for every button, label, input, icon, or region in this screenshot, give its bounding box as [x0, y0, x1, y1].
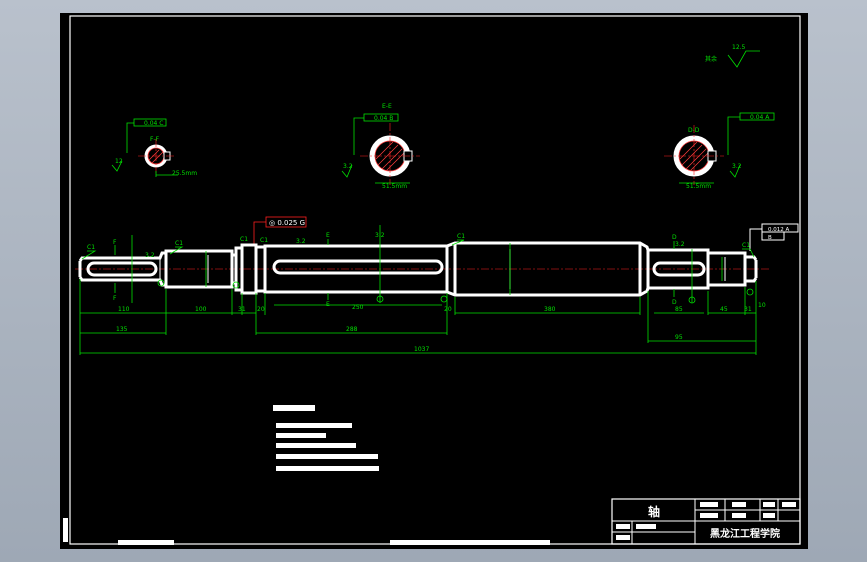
svg-text:31: 31 — [238, 306, 246, 313]
svg-text:31: 31 — [744, 306, 752, 313]
svg-text:E-E: E-E — [382, 103, 392, 110]
svg-text:C1: C1 — [240, 236, 248, 243]
runout-tolerance: ◎ 0.025 G — [253, 216, 307, 245]
school-name: 黑龙江工程学院 — [710, 527, 780, 540]
drawing-sheet: 12.5 其余 F-F 0.04 C 25.5mm 12 E-E 0.04 B — [60, 13, 808, 549]
svg-text:85: 85 — [675, 306, 683, 313]
svg-text:3.2: 3.2 — [343, 163, 353, 170]
horizontal-dims: 110 100 31 20 250 20 380 85 45 31 10 135… — [79, 279, 766, 355]
svg-text:E: E — [326, 301, 330, 308]
svg-text:51.5mm: 51.5mm — [686, 183, 711, 190]
shaft-main-view — [75, 241, 770, 297]
svg-text:45: 45 — [720, 306, 728, 313]
svg-text:0.04 B: 0.04 B — [374, 115, 393, 122]
svg-text:135: 135 — [116, 326, 128, 333]
right-tolerance: 0.012 A B — [749, 223, 799, 251]
svg-text:C1: C1 — [87, 244, 95, 251]
svg-text:380: 380 — [544, 306, 556, 313]
svg-text:D: D — [672, 299, 677, 306]
svg-text:C1: C1 — [260, 237, 268, 244]
svg-text:F-F: F-F — [150, 136, 160, 143]
svg-text:12: 12 — [115, 158, 123, 165]
svg-text:25.5mm: 25.5mm — [172, 170, 197, 177]
svg-text:F: F — [113, 239, 117, 246]
svg-text:◎ 0.025 G: ◎ 0.025 G — [269, 219, 305, 227]
svg-text:3.2: 3.2 — [675, 241, 685, 248]
svg-text:288: 288 — [346, 326, 358, 333]
bottom-strip-right — [390, 540, 550, 545]
svg-text:20: 20 — [444, 306, 452, 313]
svg-text:C1: C1 — [175, 240, 183, 247]
svg-text:0.012 A: 0.012 A — [768, 227, 789, 233]
svg-text:F: F — [113, 295, 117, 302]
diameter-dims — [131, 225, 754, 304]
svg-text:C1: C1 — [457, 233, 465, 240]
sheet-mark — [63, 518, 68, 542]
svg-text:1037: 1037 — [414, 346, 429, 353]
svg-text:20: 20 — [257, 306, 265, 313]
svg-text:110: 110 — [118, 306, 130, 313]
keyway-middle — [272, 259, 444, 275]
title-block: 轴 黑龙江工程学院 — [611, 498, 801, 545]
svg-text:3.2: 3.2 — [145, 252, 155, 259]
svg-text:B: B — [768, 235, 772, 241]
svg-text:95: 95 — [675, 334, 683, 341]
keyway-right — [652, 261, 706, 277]
svg-text:3.2: 3.2 — [732, 163, 742, 170]
svg-text:0.04 C: 0.04 C — [144, 120, 163, 127]
section-ee: E-E 0.04 B 51.5mm 3.2 — [341, 103, 420, 190]
roughness-symbol: 12.5 其余 — [705, 44, 760, 68]
keyway-left — [86, 261, 158, 277]
svg-text:3.2: 3.2 — [296, 238, 306, 245]
svg-text:12.5: 12.5 — [732, 44, 746, 51]
section-dd: D-D 0.04 A 51.5mm 3.2 — [664, 112, 775, 190]
technical-requirements — [273, 405, 379, 471]
section-ff: F-F 0.04 C 25.5mm 12 — [111, 118, 197, 177]
svg-text:51.5mm: 51.5mm — [382, 183, 407, 190]
svg-text:0.04 A: 0.04 A — [750, 114, 770, 121]
svg-text:其余: 其余 — [705, 55, 717, 63]
section-markers: F F E E D D — [113, 232, 677, 308]
svg-text:C1: C1 — [742, 242, 750, 249]
cad-drawing: 12.5 其余 F-F 0.04 C 25.5mm 12 E-E 0.04 B — [63, 15, 801, 545]
svg-text:E: E — [326, 232, 330, 239]
svg-text:D: D — [672, 234, 677, 241]
svg-text:10: 10 — [758, 302, 766, 309]
svg-text:250: 250 — [352, 304, 364, 311]
part-name: 轴 — [648, 504, 660, 519]
bottom-strip-left — [118, 540, 174, 545]
svg-text:100: 100 — [195, 306, 207, 313]
inner-frame — [69, 15, 801, 545]
